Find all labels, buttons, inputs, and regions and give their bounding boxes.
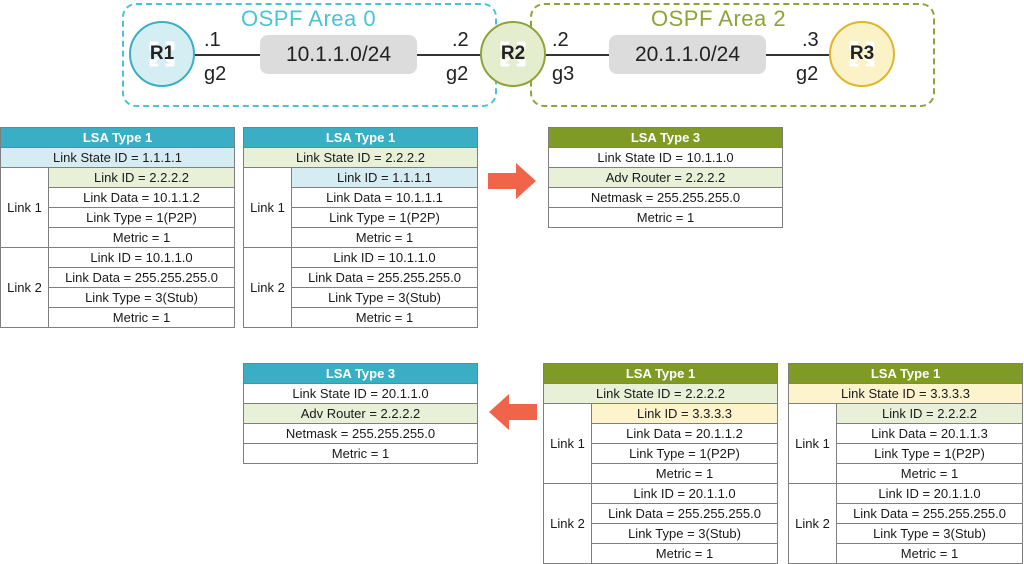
link-state-id: Link State ID = 2.2.2.2 (542, 383, 779, 404)
link-data: Link Data = 20.1.1.2 (590, 423, 779, 444)
link-data: Link Data = 255.255.255.0 (590, 503, 779, 524)
link2-label: Link 2 (543, 483, 592, 564)
router-r1-name: R1 (149, 43, 175, 64)
link-type: Link Type = 1(P2P) (47, 207, 236, 228)
lsa3-area2-table: LSA Type 3 Link State ID = 10.1.1.0 Adv … (548, 127, 783, 228)
router-r2-name: R2 (500, 43, 526, 64)
lsa-title: LSA Type 3 (548, 127, 783, 148)
link-id: Link ID = 2.2.2.2 (47, 167, 236, 188)
r1-ip: .1 (204, 29, 221, 51)
link-id: Link ID = 10.1.1.0 (290, 247, 479, 268)
metric: Metric = 1 (47, 227, 236, 248)
metric: Metric = 1 (243, 443, 478, 464)
link-id: Link ID = 10.1.1.0 (47, 247, 236, 268)
metric: Metric = 1 (47, 307, 236, 328)
link-data: Link Data = 10.1.1.2 (47, 187, 236, 208)
link-state-id: Link State ID = 2.2.2.2 (242, 147, 479, 168)
area0-title: OSPF Area 0 (241, 6, 377, 31)
link-data: Link Data = 255.255.255.0 (290, 267, 479, 288)
metric: Metric = 1 (590, 543, 779, 564)
metric: Metric = 1 (835, 463, 1024, 484)
router-r2: R2 (480, 21, 546, 87)
link-type: Link Type = 3(Stub) (47, 287, 236, 308)
router-r3: R3 (829, 21, 895, 87)
metric: Metric = 1 (548, 207, 783, 228)
router-arrows-icon (500, 41, 526, 67)
netmask: Netmask = 255.255.255.0 (548, 187, 783, 208)
lsa1-r2-area0-table: LSA Type 1 Link State ID = 2.2.2.2 Link … (242, 127, 479, 328)
arrow-left-icon (489, 394, 537, 430)
link-state-id: Link State ID = 10.1.1.0 (548, 147, 783, 168)
link-data: Link Data = 255.255.255.0 (47, 267, 236, 288)
metric: Metric = 1 (290, 307, 479, 328)
link-id: Link ID = 20.1.1.0 (835, 483, 1024, 504)
adv-router: Adv Router = 2.2.2.2 (243, 403, 478, 424)
netmask: Netmask = 255.255.255.0 (243, 423, 478, 444)
link2-label: Link 2 (243, 247, 292, 328)
lsa-title: LSA Type 1 (0, 127, 236, 148)
link1-label: Link 1 (0, 167, 49, 248)
router-arrows-icon (149, 41, 175, 67)
lsa1-r3-table: LSA Type 1 Link State ID = 3.3.3.3 Link … (787, 363, 1024, 564)
link-state-id: Link State ID = 3.3.3.3 (787, 383, 1024, 404)
subnet-a-label: 10.1.1.0/24 (260, 35, 417, 74)
link-type: Link Type = 3(Stub) (290, 287, 479, 308)
lsa3-area0-table: LSA Type 3 Link State ID = 20.1.1.0 Adv … (243, 363, 478, 464)
link1-label: Link 1 (243, 167, 292, 248)
r3-port: g2 (796, 63, 819, 85)
arrow-right-icon (488, 163, 536, 199)
link2-label: Link 2 (0, 247, 49, 328)
link-state-id: Link State ID = 1.1.1.1 (0, 147, 236, 168)
metric: Metric = 1 (835, 543, 1024, 564)
metric: Metric = 1 (590, 463, 779, 484)
link-id: Link ID = 3.3.3.3 (590, 403, 779, 424)
router-arrows-icon (849, 41, 875, 67)
lsa1-r2-area2-table: LSA Type 1 Link State ID = 2.2.2.2 Link … (542, 363, 779, 564)
r2-port-area2: g3 (552, 63, 575, 85)
link-type: Link Type = 1(P2P) (290, 207, 479, 228)
area2-title: OSPF Area 2 (651, 6, 787, 31)
adv-router: Adv Router = 2.2.2.2 (548, 167, 783, 188)
link-data: Link Data = 255.255.255.0 (835, 503, 1024, 524)
link-type: Link Type = 1(P2P) (835, 443, 1024, 464)
lsa-title: LSA Type 1 (242, 127, 479, 148)
r2-ip-area2: .2 (552, 29, 569, 51)
link1-label: Link 1 (788, 403, 837, 484)
link-id: Link ID = 2.2.2.2 (835, 403, 1024, 424)
lsa1-r1-table: LSA Type 1 Link State ID = 1.1.1.1 Link … (0, 127, 236, 328)
r1-port: g2 (204, 63, 227, 85)
link-data: Link Data = 20.1.1.3 (835, 423, 1024, 444)
subnet-b-label: 20.1.1.0/24 (609, 35, 766, 74)
link-type: Link Type = 1(P2P) (590, 443, 779, 464)
link2-label: Link 2 (788, 483, 837, 564)
lsa-title: LSA Type 1 (542, 363, 779, 384)
lsa-title: LSA Type 3 (243, 363, 478, 384)
router-r3-name: R3 (849, 43, 875, 64)
router-r1: R1 (129, 21, 195, 87)
link-state-id: Link State ID = 20.1.1.0 (243, 383, 478, 404)
metric: Metric = 1 (290, 227, 479, 248)
link-type: Link Type = 3(Stub) (590, 523, 779, 544)
link1-label: Link 1 (543, 403, 592, 484)
link-type: Link Type = 3(Stub) (835, 523, 1024, 544)
link-data: Link Data = 10.1.1.1 (290, 187, 479, 208)
r2-ip-area0: .2 (452, 29, 469, 51)
link-id: Link ID = 1.1.1.1 (290, 167, 479, 188)
lsa-title: LSA Type 1 (787, 363, 1024, 384)
r2-port-area0: g2 (446, 63, 469, 85)
link-id: Link ID = 20.1.1.0 (590, 483, 779, 504)
r3-ip: .3 (802, 29, 819, 51)
